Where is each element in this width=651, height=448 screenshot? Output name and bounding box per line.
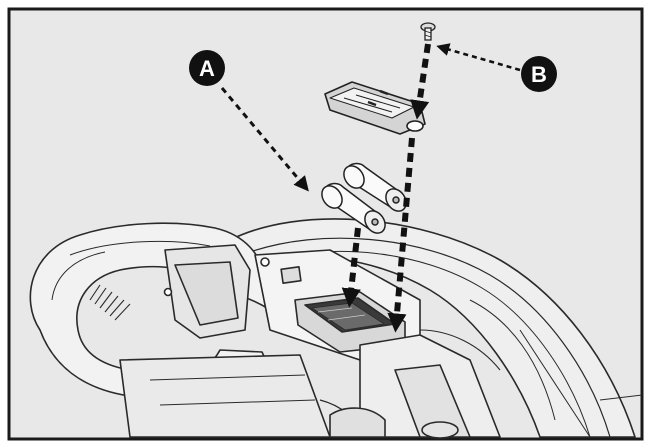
battery-bottom	[321, 182, 386, 234]
screw	[420, 22, 436, 41]
cover-screw-hole	[406, 120, 424, 132]
callout-a: A	[189, 50, 225, 86]
callout-b-label: B	[531, 62, 547, 87]
lower-body	[119, 354, 331, 438]
screw-path-arrow	[410, 43, 431, 120]
device-body	[29, 218, 643, 439]
battery-top	[343, 162, 407, 212]
battery-cover	[324, 81, 426, 135]
guard-arc	[229, 218, 636, 438]
cover-to-compartment-arrow	[387, 137, 415, 333]
callout-a-label: A	[199, 56, 215, 81]
callout-b: B	[521, 56, 557, 92]
callout-b-arrow	[436, 43, 521, 72]
battery-compartment	[294, 291, 406, 353]
battery-insert-arrow	[341, 227, 361, 308]
handle-grip-ribs	[89, 284, 131, 321]
